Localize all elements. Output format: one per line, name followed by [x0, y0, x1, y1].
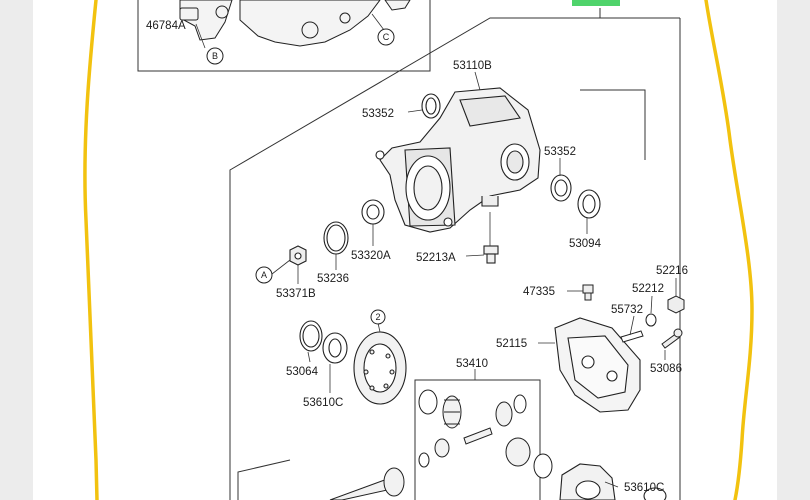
label-53352-left[interactable]: 53352: [362, 108, 394, 120]
label-53610C-left[interactable]: 53610C: [303, 397, 343, 409]
svg-text:B: B: [212, 51, 218, 61]
ref-circle-b: B: [206, 47, 224, 65]
pin-55732[interactable]: [620, 330, 644, 343]
upper-leaders: [195, 13, 385, 49]
label-46784A[interactable]: 46784A: [146, 20, 186, 32]
bearing-53610C-left[interactable]: [322, 332, 348, 364]
label-55732[interactable]: 55732: [611, 304, 643, 316]
ring-gear[interactable]: [353, 331, 407, 405]
label-53094[interactable]: 53094: [569, 238, 602, 250]
svg-text:2: 2: [375, 312, 380, 322]
label-53352-right[interactable]: 53352: [544, 146, 576, 158]
ref-circle-c: C: [377, 28, 395, 46]
svg-text:C: C: [383, 32, 390, 42]
bearing-53610C-right[interactable]: [643, 487, 667, 500]
label-52115[interactable]: 52115: [496, 338, 527, 350]
drain-plug[interactable]: [483, 245, 499, 264]
label-53110B[interactable]: 53110B: [453, 60, 492, 72]
label-53371B[interactable]: 53371B: [276, 288, 316, 300]
svg-text:A: A: [261, 270, 267, 280]
pinion-shaft[interactable]: [329, 467, 405, 500]
ref-circle-2: 2: [370, 309, 386, 325]
upper-assembly: [179, 0, 411, 47]
highlight-outline: [83, 0, 754, 500]
breather-47335[interactable]: [582, 284, 594, 301]
bolt-53086[interactable]: [661, 328, 683, 349]
label-53086[interactable]: 53086: [650, 363, 682, 375]
bearing-53320A[interactable]: [361, 199, 385, 225]
ref-circle-a: A: [255, 266, 273, 284]
shim-53064[interactable]: [299, 320, 323, 352]
label-53320A[interactable]: 53320A: [351, 250, 391, 262]
label-52213A[interactable]: 52213A: [416, 252, 456, 264]
label-53610C-right[interactable]: 53610C: [624, 482, 664, 494]
rear-cover[interactable]: [554, 317, 641, 413]
label-52216[interactable]: 52216: [656, 265, 688, 277]
highlight-tab: [572, 0, 620, 6]
label-53410[interactable]: 53410: [456, 358, 488, 370]
differential-gear-set[interactable]: [418, 389, 553, 479]
label-52212[interactable]: 52212: [632, 283, 664, 295]
plug-52216[interactable]: [667, 295, 685, 314]
frame-lines: [137, 0, 681, 500]
lock-nut-53371B[interactable]: [289, 245, 307, 266]
diagram-paper: [33, 0, 777, 500]
spacer-53236[interactable]: [323, 221, 349, 255]
label-53236[interactable]: 53236: [317, 273, 349, 285]
differential-housing[interactable]: [375, 87, 541, 233]
bearing-53094[interactable]: [577, 189, 601, 219]
label-47335[interactable]: 47335: [523, 286, 555, 298]
gasket-52212[interactable]: [645, 313, 657, 327]
leader-lines: [271, 71, 677, 488]
oil-seal-left[interactable]: [421, 93, 441, 119]
label-53064[interactable]: 53064: [286, 366, 319, 378]
differential-case[interactable]: [559, 463, 616, 500]
oil-seal-right[interactable]: [550, 174, 572, 202]
